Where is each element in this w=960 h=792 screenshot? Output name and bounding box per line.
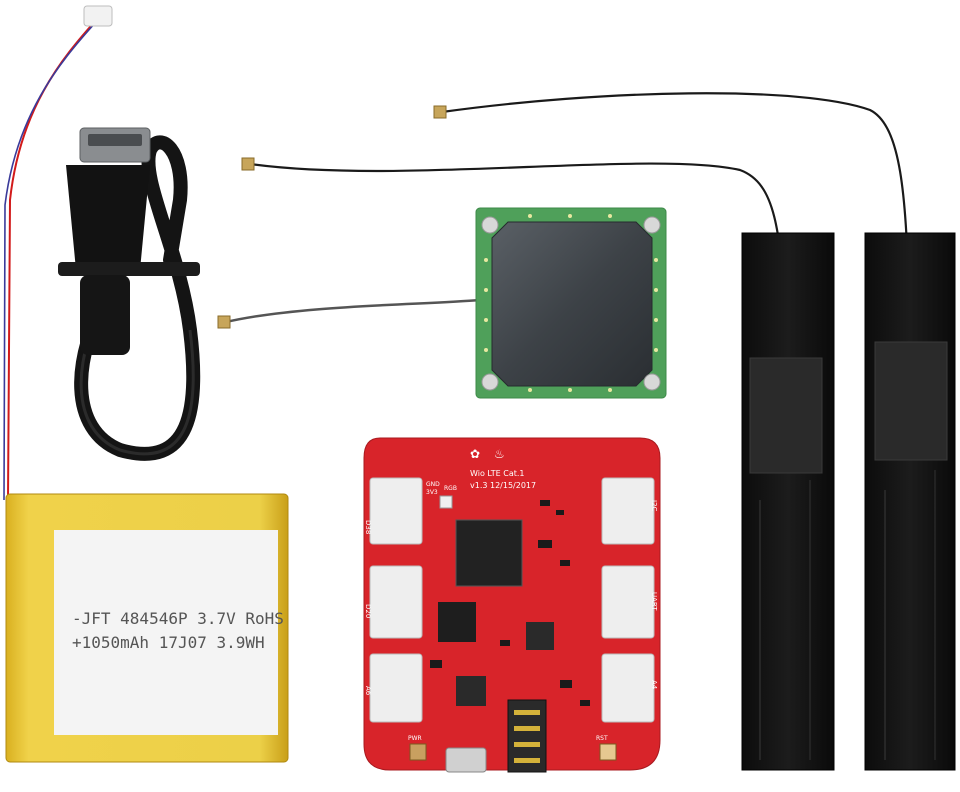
silk-3v3: 3V3 [426,489,438,496]
cable-tie [58,262,200,276]
mount-screws [481,216,661,391]
rgb-led-icon [439,495,453,509]
lipo-battery: -JFT 484546P 3.7V RoHS +1050mAh 17J07 3.… [5,493,289,763]
board-version: v1.3 12/15/2017 [470,481,536,490]
power-button-icon [409,743,427,761]
gps-antenna-wire [217,298,481,329]
battery-sticker [54,530,278,735]
silk-d38: D38 [364,520,372,534]
silk-a6: A6 [364,686,372,696]
lte-module-chip [438,602,476,642]
wio-logo-icon: ♨ [494,447,505,461]
gps-edge-pads [484,214,658,392]
codec-chip [456,676,486,706]
battery-label-line1: -JFT 484546P 3.7V RoHS [72,609,284,628]
usb-cable [58,127,201,461]
wio-lte-board: ✿ ♨ Wio LTE Cat.1 v1.3 12/15/2017 GND 3V… [363,437,661,773]
seeed-logo-icon: ✿ [470,447,480,461]
lte-antenna-left [741,232,835,771]
battery-label-line2: +1050mAh 17J07 3.9WH [72,633,265,652]
silk-i2c: I2C [650,500,658,512]
silk-rst: RST [596,735,608,742]
smd-components [430,500,590,706]
jst-connector [83,5,113,27]
silk-d20: D20 [364,604,372,618]
silk-uart: UART [650,592,658,611]
silk-gnd: GND [426,481,440,488]
silk-rgb: RGB [444,485,457,492]
grove-connectors-right [601,477,655,723]
gps-patch-antenna [475,207,667,399]
silk-pwr: PWR [408,735,422,742]
board-title: Wio LTE Cat.1 [470,469,525,478]
ufl-connector-icon [241,157,255,171]
grove-connectors-left [369,477,423,723]
lte-antenna-right [864,232,956,771]
micro-usb-port-icon [445,747,487,773]
battery-wires [3,5,113,501]
ufl-connector-icon [217,315,231,329]
ufl-connector-icon [433,105,447,119]
sim-chip [526,622,554,650]
mcu-chip [455,519,523,587]
reset-button-icon [599,743,617,761]
silk-a4: A4 [650,680,658,690]
